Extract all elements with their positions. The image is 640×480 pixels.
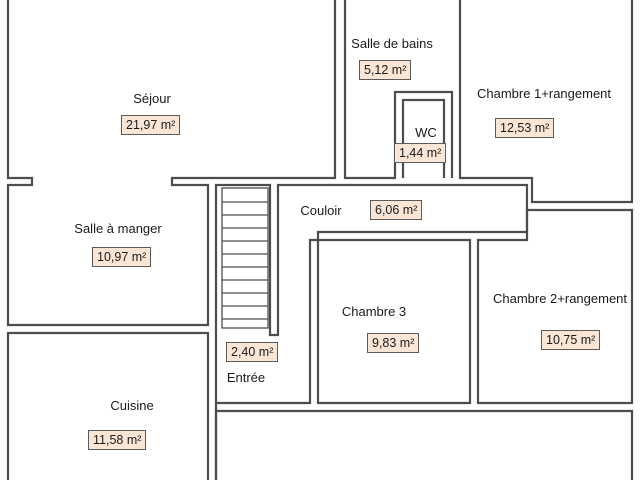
room-label-couloir: Couloir: [300, 203, 342, 218]
wall-entree: [214, 183, 529, 480]
stair-frame: [221, 187, 269, 329]
area-badge-salle-a-manger: 10,97 m²: [92, 247, 152, 267]
room-label-chambre1: Chambre 1+rangement: [476, 86, 612, 101]
room-label-sejour: Séjour: [133, 91, 171, 106]
wall-bottom: [214, 409, 634, 480]
room-label-chambre2: Chambre 2+rangement: [492, 291, 628, 306]
area-badge-cuisine: 11,58 m²: [88, 430, 147, 450]
area-badge-chambre2: 10,75 m²: [541, 330, 601, 350]
area-badge-wc: 1,44 m²: [394, 143, 447, 163]
stair-steps: [222, 201, 268, 320]
area-badge-chambre1: 12,53 m²: [495, 118, 555, 138]
room-label-salle-a-manger: Salle à manger: [74, 221, 162, 236]
area-badge-chambre3: 9,83 m²: [367, 333, 420, 353]
wall-sejour: [6, 0, 337, 327]
wall-chambre1: [458, 0, 634, 204]
wall-chambre2: [476, 208, 634, 405]
area-badge-entree: 2,40 m²: [226, 342, 279, 362]
area-badge-sejour: 21,97 m²: [121, 115, 181, 135]
wall-salle-de-bains: [343, 0, 454, 180]
room-label-chambre3: Chambre 3: [341, 304, 407, 319]
area-badge-couloir: 6,06 m²: [370, 200, 423, 220]
wall-cuisine: [6, 331, 210, 480]
room-label-entree: Entrée: [226, 370, 266, 385]
wall-wc: [401, 98, 446, 178]
room-label-cuisine: Cuisine: [110, 398, 154, 413]
area-badge-salle-de-bains: 5,12 m²: [359, 60, 412, 80]
room-label-wc: WC: [415, 125, 437, 140]
room-label-salle-de-bains: Salle de bains: [351, 36, 433, 51]
